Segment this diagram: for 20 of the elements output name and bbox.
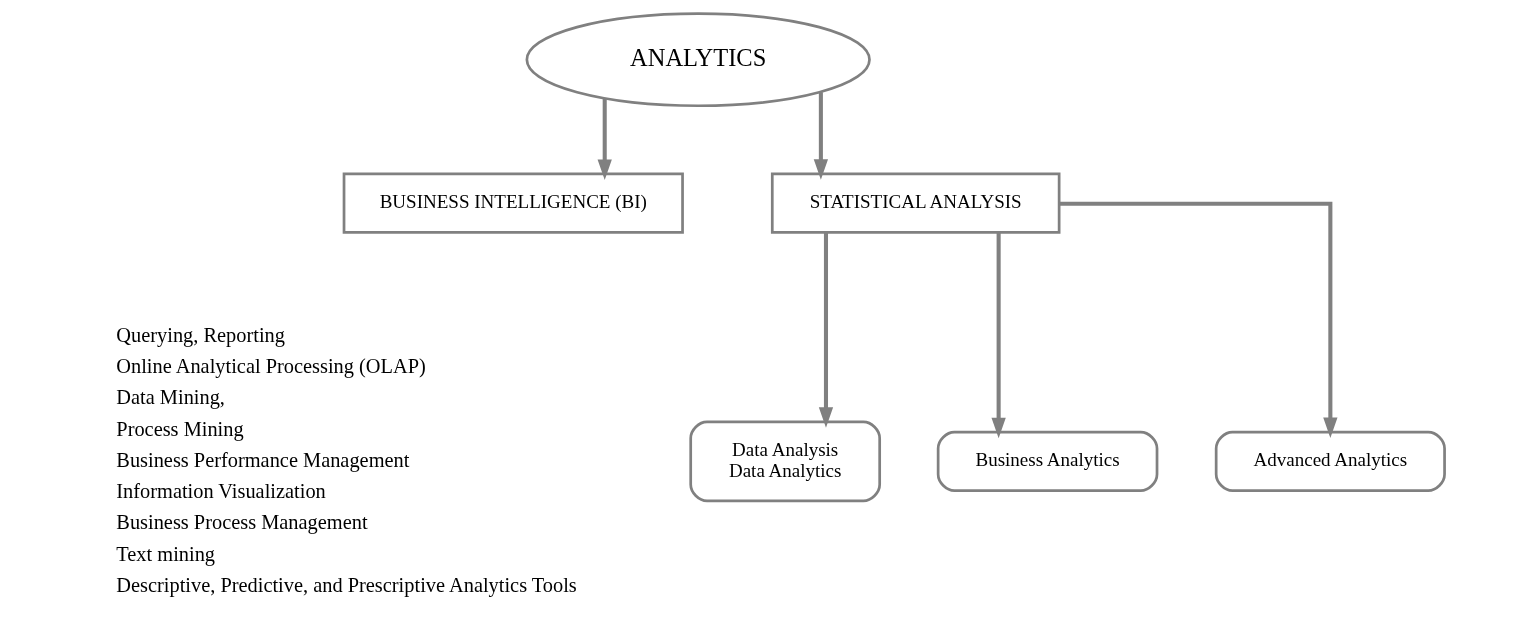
node-box: BUSINESS INTELLIGENCE (BI) (342, 172, 684, 234)
node-box: Business Analytics (936, 430, 1159, 492)
node-box: Advanced Analytics (1214, 430, 1446, 492)
node-box: Data Analysis Data Analytics (689, 420, 882, 503)
label: Querying, Reporting (116, 323, 285, 346)
label: Text mining (116, 542, 216, 565)
arrow (991, 232, 1006, 439)
label: Online Analytical Processing (OLAP) (116, 354, 426, 377)
label: Descriptive, Predictive, and Prescriptive Analytics Tools (116, 573, 577, 596)
label: Business Process Management (116, 511, 368, 534)
node-ellipse: ANALYTICS (525, 12, 871, 108)
label: Data Mining, (116, 386, 225, 409)
label: Information Visualization (116, 480, 326, 503)
arrow (597, 98, 612, 180)
arrow (1059, 201, 1338, 438)
label: Business Performance Management (116, 448, 410, 471)
arrow (813, 92, 829, 180)
label: Process Mining (116, 417, 244, 440)
node-box: STATISTICAL ANALYSIS (770, 172, 1061, 234)
arrow (818, 232, 834, 428)
